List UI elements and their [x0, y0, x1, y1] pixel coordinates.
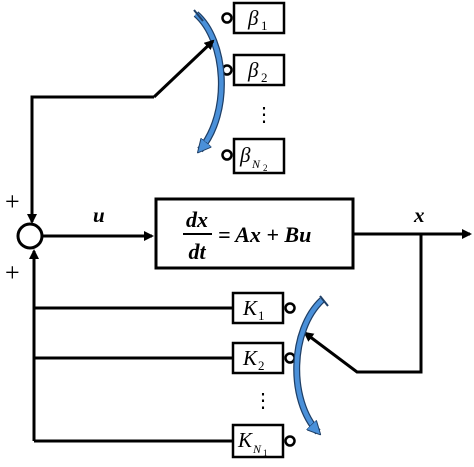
- system-equation-rhs: = Ax + Bu: [218, 222, 311, 247]
- k-ellipsis: ⋮: [253, 390, 273, 412]
- k-n-symbol: K: [237, 428, 253, 452]
- k-n-subscript: N: [252, 442, 262, 456]
- system-derivative-numerator: dx: [186, 207, 208, 232]
- system-derivative-denominator: dt: [188, 239, 206, 264]
- beta-1-contact: [221, 12, 233, 24]
- beta-n-subscript: N: [251, 157, 261, 171]
- beta-n-symbol: β: [239, 143, 251, 167]
- k-switch-arc: [294, 298, 324, 432]
- k-block-2: K 2: [231, 341, 285, 375]
- beta-block-1: β 1: [232, 1, 286, 35]
- k-1-symbol: K: [242, 296, 258, 320]
- beta-1-subscript: 1: [261, 18, 268, 33]
- input-signal-label: u: [93, 203, 105, 227]
- k-2-symbol: K: [242, 346, 258, 370]
- output-signal-label: x: [413, 203, 425, 227]
- beta-switch-lever: [152, 39, 215, 99]
- beta-bank: β 1 β 2 ⋮ β N 2: [152, 1, 286, 175]
- beta-n-contact: [221, 149, 233, 161]
- summing-junction: [16, 222, 44, 250]
- k-1-contact: [284, 302, 296, 314]
- beta-feedback-line: [27, 95, 154, 224]
- beta-2-subscript: 2: [261, 70, 268, 85]
- beta-block-2: β 2: [232, 53, 286, 87]
- k-bank: K 1 K 2 ⋮ K N 1: [231, 291, 329, 459]
- plus-sign-bottom: +: [5, 258, 20, 287]
- k-n-subsubscript: 1: [263, 448, 268, 458]
- beta-switch-arc-head: [193, 9, 204, 22]
- k-block-n: K N 1: [231, 423, 285, 459]
- k-switch-arc-head: [319, 295, 329, 307]
- beta-n-subsubscript: 2: [263, 163, 268, 173]
- beta-block-n: β N 2: [232, 137, 286, 175]
- k-2-subscript: 2: [258, 358, 265, 373]
- beta-switch-arc: [194, 12, 224, 150]
- k-n-contact: [284, 435, 296, 447]
- k-2-contact: [284, 352, 296, 364]
- beta-ellipsis: ⋮: [254, 104, 274, 126]
- beta-2-symbol: β: [247, 58, 259, 82]
- system-block: dx dt = Ax + Bu: [154, 197, 355, 270]
- plus-sign-top: +: [5, 187, 20, 216]
- k-block-1: K 1: [231, 291, 285, 325]
- beta-1-symbol: β: [247, 6, 259, 30]
- k-switch-lever: [303, 234, 423, 374]
- k-1-subscript: 1: [258, 308, 265, 323]
